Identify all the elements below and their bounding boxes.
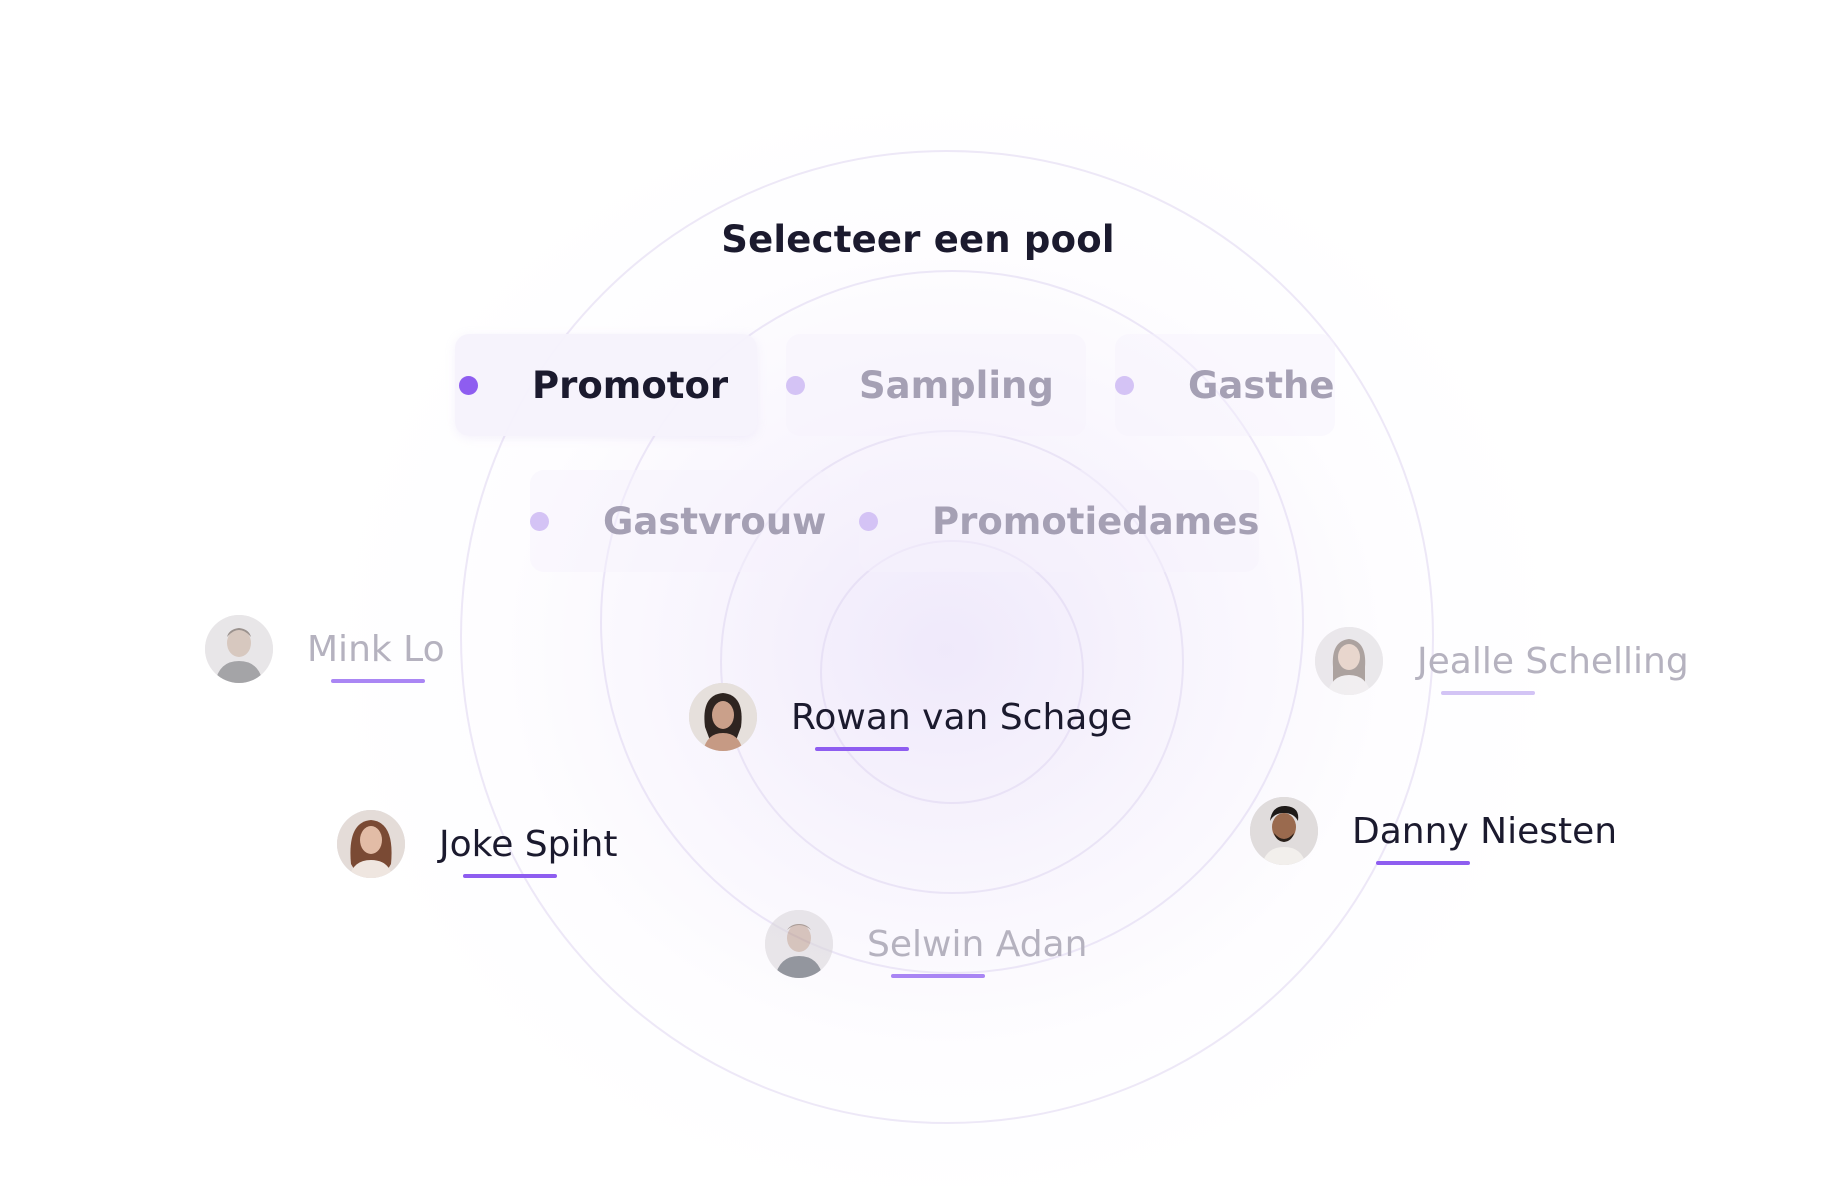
name-underline (331, 678, 425, 683)
pool-label: Sampling (859, 363, 1054, 407)
person-jealle-schelling[interactable]: Jealle Schelling (1315, 627, 1689, 695)
pool-option-promotiedames[interactable]: Promotiedames (859, 470, 1259, 572)
person-name: Rowan van Schage (791, 696, 1133, 738)
name-underline (463, 873, 557, 878)
pool-label: Gastheer (1188, 363, 1335, 407)
male-avatar-icon (1250, 797, 1318, 865)
pool-option-gastheer[interactable]: Gastheer (1115, 334, 1335, 436)
name-underline (1376, 860, 1470, 865)
pool-radio-dot (459, 375, 478, 395)
pool-radio-dot (786, 375, 805, 395)
pool-radio-dot (530, 511, 549, 531)
pool-label: Gastvrouw (603, 499, 827, 543)
person-danny-niesten[interactable]: Danny Niesten (1250, 797, 1617, 865)
pool-option-promotor[interactable]: Promotor (455, 334, 757, 436)
name-underline (815, 746, 909, 751)
pool-option-sampling[interactable]: Sampling (786, 334, 1086, 436)
female-avatar-icon (337, 810, 405, 878)
male-avatar-icon (765, 910, 833, 978)
person-name: Selwin Adan (867, 923, 1088, 965)
page-title: Selecteer een pool (721, 218, 1115, 261)
decorative-ring-core (820, 540, 1084, 804)
person-name: Danny Niesten (1352, 810, 1618, 852)
pool-option-gastvrouw[interactable]: Gastvrouw (530, 470, 830, 572)
pool-label: Promotor (532, 363, 729, 407)
pool-radio-dot (859, 511, 878, 531)
person-joke-spiht[interactable]: Joke Spiht (337, 810, 617, 878)
person-rowan-van-schage[interactable]: Rowan van Schage (689, 683, 1132, 751)
name-underline (1441, 690, 1535, 695)
person-name: Joke Spiht (439, 823, 618, 865)
pool-radio-dot (1115, 375, 1134, 395)
male-avatar-icon (205, 615, 273, 683)
person-selwin-adan[interactable]: Selwin Adan (765, 910, 1087, 978)
person-name: Jealle Schelling (1417, 640, 1689, 682)
pool-label: Promotiedames (932, 499, 1259, 543)
name-underline (891, 973, 985, 978)
female-avatar-icon (1315, 627, 1383, 695)
person-mink-lo[interactable]: Mink Lo (205, 615, 445, 683)
person-name: Mink Lo (307, 628, 445, 670)
female-avatar-icon (689, 683, 757, 751)
